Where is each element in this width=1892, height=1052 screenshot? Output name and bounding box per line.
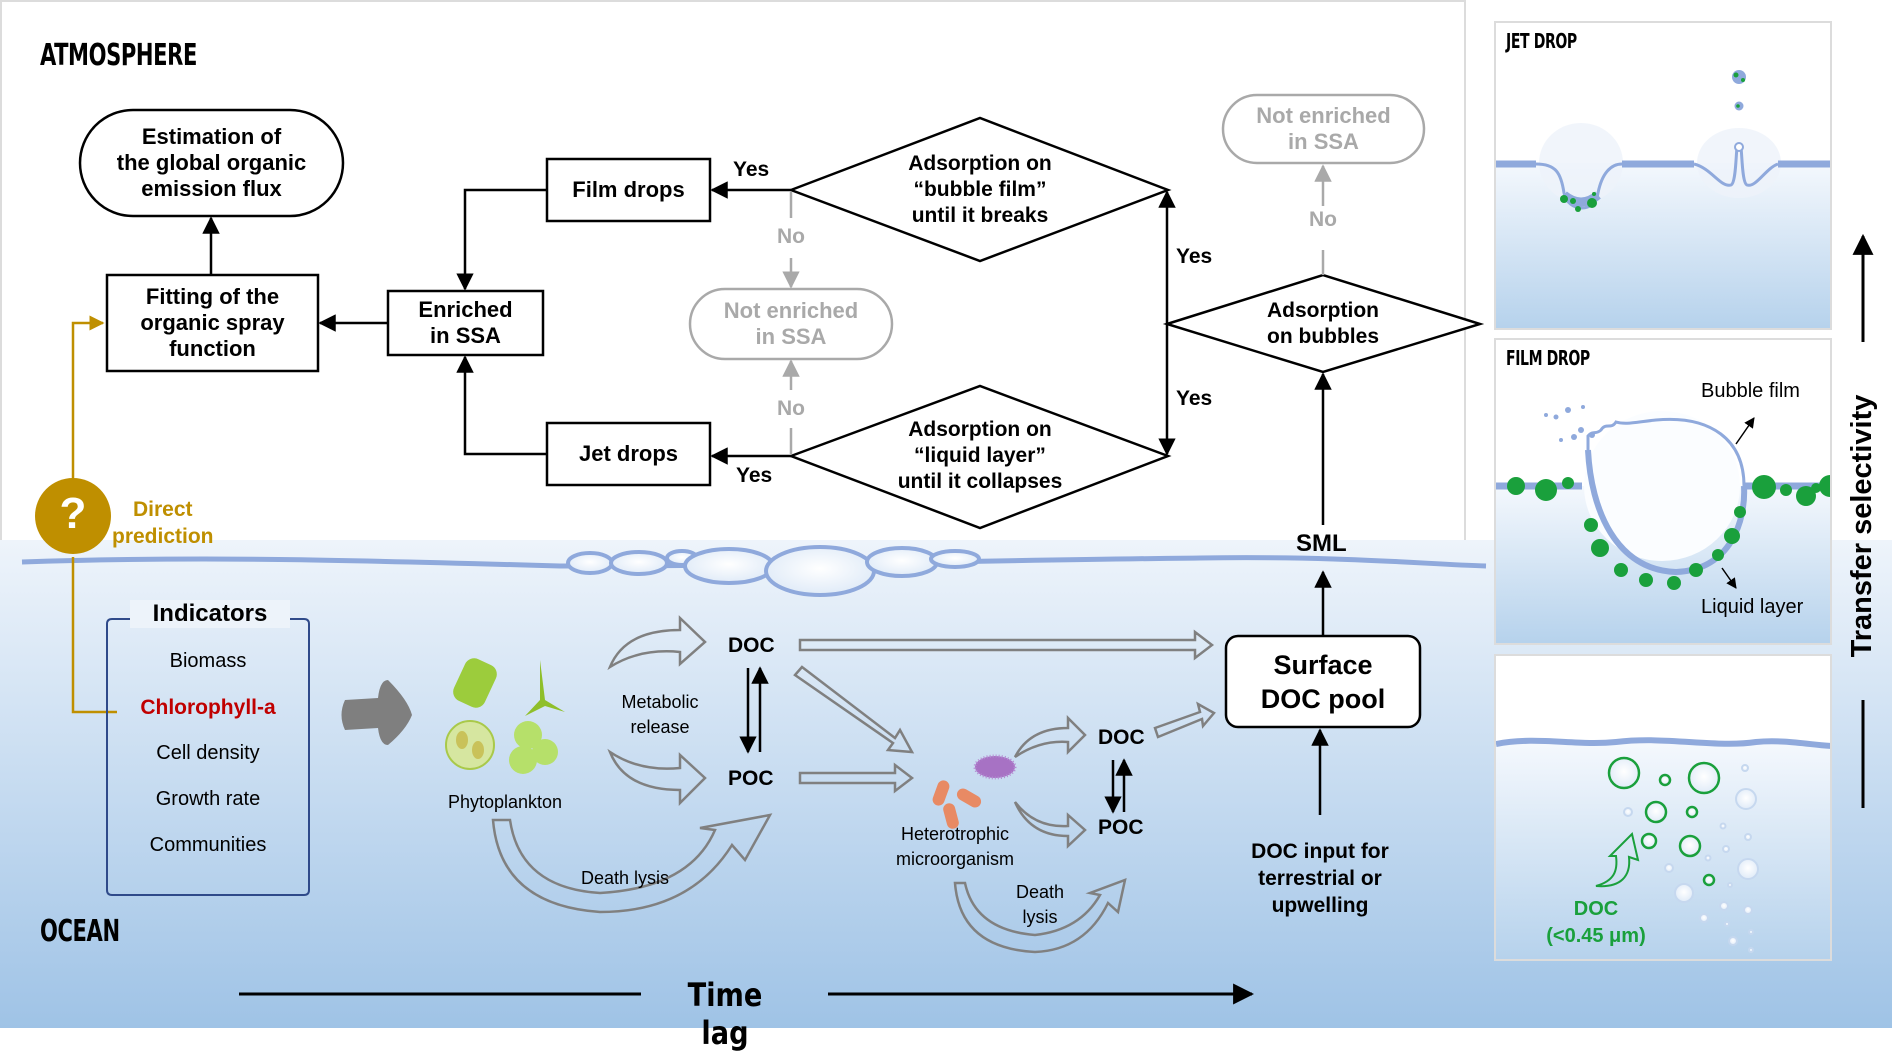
phytoplankton-label: Phytoplankton [447, 792, 563, 812]
indicator-item: Communities [149, 834, 267, 856]
not-enriched-top-text: Not enriched in SSA [1256, 103, 1391, 154]
death-lysis-label-1: Death lysis [580, 868, 670, 888]
film-drop-illustration [1496, 405, 1830, 590]
dissolved-doc-illustration [1496, 737, 1830, 953]
poc-label-1: POC [728, 767, 774, 790]
question-circle [35, 478, 111, 554]
film-drops-node [545, 157, 712, 223]
big-grey-arrow-icon [341, 680, 412, 745]
indicators-box [106, 618, 310, 896]
indicator-item-highlighted: Chlorophyll-a [140, 696, 276, 719]
yes-label-film: Yes [733, 158, 770, 181]
jet-drop-illustration [1496, 70, 1830, 212]
indicators-list: Biomass Chlorophyll-a Cell density Growt… [107, 650, 309, 880]
indicator-item: Biomass [169, 650, 247, 672]
film-drop-title: FILM DROP [1506, 346, 1590, 370]
liquid-layer-label: Liquid layer [1701, 596, 1804, 618]
arrow-poc-to-microbe [798, 762, 915, 794]
jet-drop-panel: JET DROP [1494, 21, 1832, 330]
doc-size-label: DOC (<0.45 μm) [1546, 898, 1646, 947]
yes-label-upper: Yes [1176, 245, 1213, 268]
arrow-film-to-enriched [456, 188, 547, 291]
callout-arrows [1721, 417, 1755, 589]
microorganism-icon [932, 754, 1017, 829]
arrow-microbe-poc [1013, 801, 1087, 849]
arrow-microbe-doc [1013, 714, 1087, 759]
enriched-text: Enriched in SSA [418, 297, 513, 348]
diamond-liquid-layer [787, 384, 1172, 530]
diamond-bubble-film [787, 116, 1172, 263]
not-enriched-mid-node [688, 287, 894, 361]
arrow-jet-to-enriched [456, 355, 547, 456]
fitting-text: Fitting of the organic spray function [140, 284, 285, 361]
phytoplankton-icon [445, 658, 565, 774]
no-label-2: No [777, 397, 805, 420]
arrow-doc-to-microbe [793, 665, 915, 754]
hollow-arrows [491, 615, 1216, 954]
doc-label-2: DOC [1098, 726, 1145, 749]
poc-label-2: POC [1098, 816, 1144, 839]
arrow-death-lysis-1 [491, 813, 773, 914]
time-lag-label: Time lag [687, 976, 763, 1052]
atmosphere-label: ATMOSPHERE [40, 38, 197, 73]
film-drop-panel: FILM DROP Bubble film Liquid layer [1494, 338, 1832, 645]
estimation-text: Estimation of the global organic emissio… [116, 124, 307, 201]
doc-label-1: DOC [728, 634, 775, 657]
transfer-selectivity-label: Transfer selectivity [1846, 394, 1878, 658]
surface-doc-pool-node [1224, 634, 1422, 729]
arrow-metabolic-doc [607, 615, 707, 671]
yes-label-jet: Yes [736, 464, 773, 487]
metabolic-release-label: Metabolic release [621, 692, 699, 737]
indicator-item: Growth rate [155, 788, 261, 810]
yes-label-lower: Yes [1176, 387, 1213, 410]
bubble-film-label: Bubble film [1701, 380, 1800, 402]
sml-label: SML [1296, 530, 1347, 557]
jet-drops-node [545, 421, 712, 487]
estimation-node [78, 108, 345, 218]
heterotrophic-label: Heterotrophic microorganism [895, 824, 1015, 869]
ocean-label: OCEAN [40, 914, 120, 949]
surface-doc-pool-text: Surface DOC pool [1260, 649, 1386, 714]
diamond-bubbles-text: Adsorption on bubbles [1267, 299, 1379, 348]
arrow-doc-to-pool [798, 629, 1215, 661]
dissolved-doc-panel: DOC (<0.45 μm) [1494, 654, 1832, 961]
diamond-bubbles [1162, 273, 1485, 374]
death-lysis-label-2: Death lysis [1015, 882, 1065, 927]
enriched-node [386, 289, 545, 357]
jet-drop-title: JET DROP [1506, 29, 1577, 53]
gold-line-from-chlorophyll [71, 557, 117, 714]
gold-line-to-fitting [71, 315, 105, 481]
direct-prediction-label: Direct prediction [112, 498, 214, 548]
diagram-canvas [21, 93, 1874, 1005]
indicator-item: Cell density [156, 742, 260, 764]
jet-drops-text: Jet drops [578, 441, 679, 466]
indicators-title: Indicators [130, 600, 290, 628]
film-drops-text: Film drops [572, 177, 685, 202]
arrow-metabolic-poc [607, 748, 707, 807]
not-enriched-top-node [1221, 93, 1426, 165]
diamond-bubble-film-text: Adsorption on “bubble film” until it bre… [908, 152, 1052, 227]
not-enriched-mid-text: Not enriched in SSA [723, 298, 859, 349]
arrow-doc2-to-pool [1153, 701, 1216, 739]
no-label-1: No [777, 225, 805, 248]
diamond-liquid-layer-text: Adsorption on “liquid layer” until it co… [897, 418, 1063, 493]
question-icon: ? [59, 489, 87, 538]
no-label-3: No [1309, 208, 1337, 231]
doc-input-label: DOC input for terrestrial or upwelling [1251, 840, 1389, 917]
arrow-death-lysis-2 [953, 878, 1127, 954]
fitting-node [105, 273, 320, 373]
surface-bubbles [566, 545, 981, 597]
